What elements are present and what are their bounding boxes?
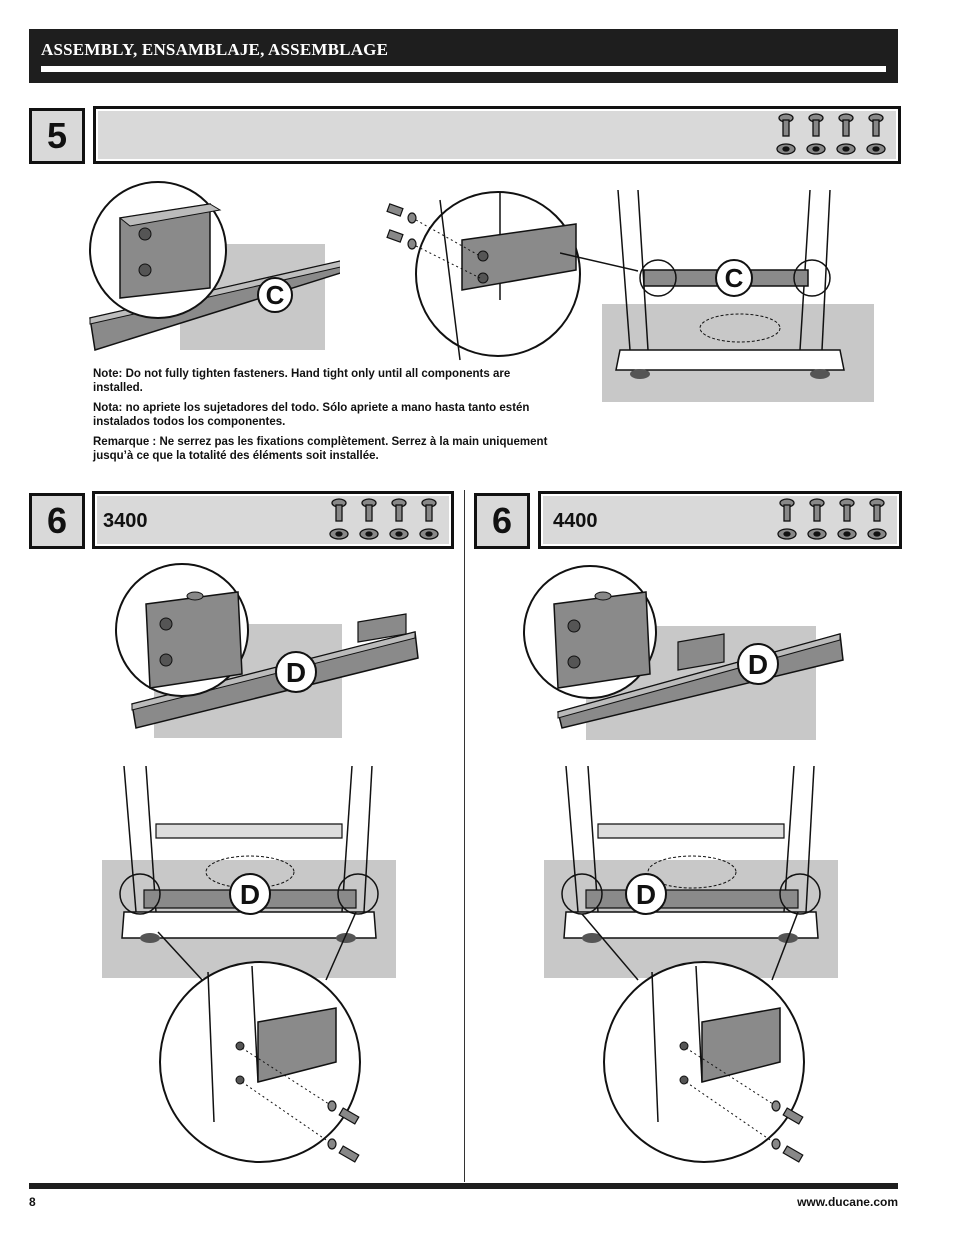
- step-6-left-part-d-illustration: D: [115, 563, 419, 738]
- note-french: Remarque : Ne serrez pas les fixations c…: [93, 436, 548, 462]
- hardware-screws-washers-icon: [776, 113, 886, 155]
- section-title: ASSEMBLY, ENSAMBLAJE, ASSEMBLAGE: [41, 40, 389, 59]
- step-6-right-bar: 4400: [538, 491, 902, 549]
- callout-d-label-left: D: [286, 657, 306, 688]
- footer-rule: [29, 1183, 898, 1189]
- hardware-screws-washers-icon: [329, 498, 439, 540]
- step-6-right-number: 6: [474, 493, 530, 549]
- callout-c-label: C: [266, 280, 285, 310]
- callout-d-label-left-cart: D: [240, 879, 260, 910]
- step-5-bar: [93, 106, 901, 164]
- model-4400-label: 4400: [553, 510, 598, 532]
- section-header: ASSEMBLY, ENSAMBLAJE, ASSEMBLAGE: [29, 29, 898, 83]
- step-6-left-cart-illustration: D: [102, 765, 396, 1163]
- step-5-detail-illustration: [386, 191, 581, 361]
- step-6-left-bar: 3400: [92, 491, 454, 549]
- model-3400-label: 3400: [103, 510, 148, 532]
- website-link[interactable]: www.ducane.com: [797, 1195, 898, 1209]
- callout-c-label-cart: C: [725, 263, 744, 293]
- step-6-right-part-d-illustration: D: [523, 565, 844, 740]
- step-5-part-c-illustration: C: [89, 181, 340, 351]
- step-6-right-cart-illustration: D: [544, 765, 838, 1163]
- hardware-screws-washers-icon: [777, 498, 887, 540]
- header-rule: [41, 66, 886, 72]
- note-english: Note: Do not fully tighten fasteners. Ha…: [93, 368, 511, 394]
- leader-line: [560, 252, 639, 272]
- callout-d-label-right-cart: D: [636, 879, 656, 910]
- page-number: 8: [29, 1195, 36, 1209]
- note-spanish: Nota: no apriete los sujetadores del tod…: [93, 402, 530, 428]
- callout-d-label-right: D: [748, 649, 768, 680]
- step-5-number: 5: [29, 108, 85, 164]
- column-divider: [464, 490, 465, 1182]
- step-5-cart-illustration: C: [602, 189, 874, 402]
- step-6-left-number: 6: [29, 493, 85, 549]
